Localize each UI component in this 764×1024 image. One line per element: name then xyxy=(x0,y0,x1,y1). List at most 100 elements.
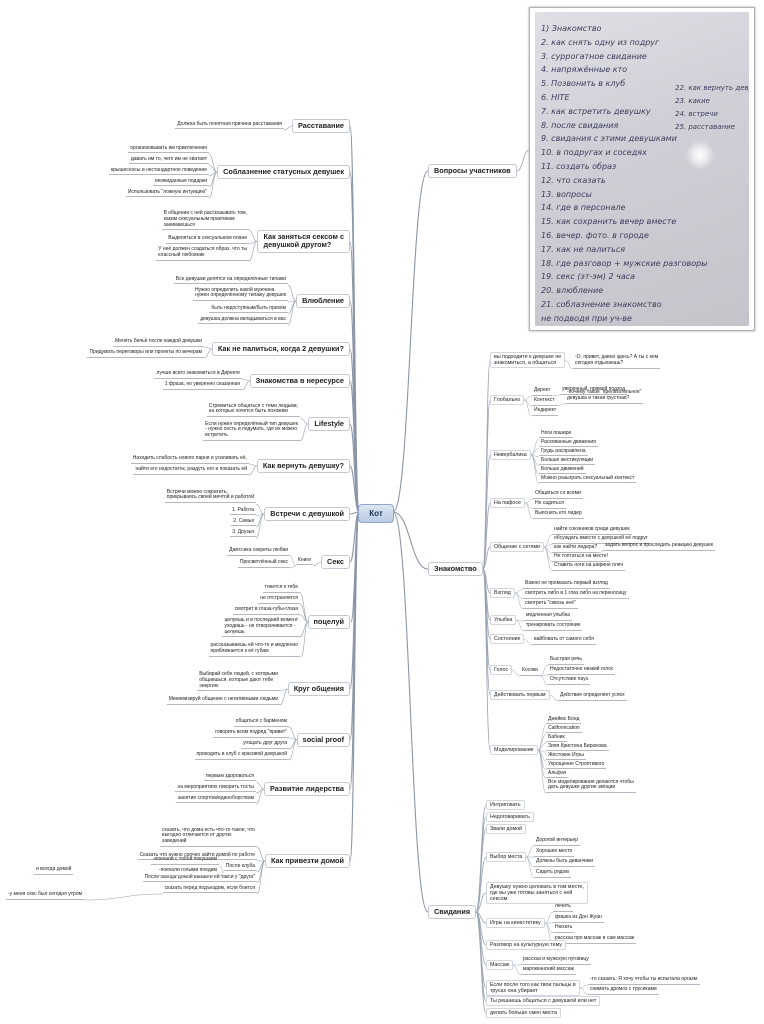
connector xyxy=(475,911,487,1014)
topic-svidaniya[interactable]: Свидания xyxy=(428,905,477,920)
connector xyxy=(543,546,553,563)
znakomstvo-subitem: Выяснить кто лидер xyxy=(533,510,584,519)
topic-7[interactable]: Как вернуть девушку? xyxy=(256,459,350,474)
topic-14[interactable]: Как привезти домой xyxy=(264,854,350,869)
connector xyxy=(208,164,218,173)
connector xyxy=(287,284,297,302)
connector xyxy=(349,348,360,513)
connector xyxy=(392,511,429,913)
znakomstvo-subitem: Раскованные движения xyxy=(539,439,598,448)
znakomstvo-item[interactable]: Взгляд xyxy=(490,588,515,599)
connector xyxy=(300,621,309,658)
topic-4[interactable]: Как не палиться, когда 2 девушки? xyxy=(211,342,350,357)
topic-10-item: смотрит в глаза-губы-глаза xyxy=(232,606,300,615)
znakomstvo-item[interactable]: вы подходите к девушке не знакомиться, а… xyxy=(490,352,566,369)
topic-znakomstvo[interactable]: Знакомство xyxy=(428,562,483,577)
topic-1[interactable]: Соблазнение статусных девушек xyxy=(217,165,350,180)
connector xyxy=(475,911,487,966)
topic-3[interactable]: Влюбление xyxy=(296,294,350,309)
whiteboard-line: 21. соблазнение знакомство xyxy=(541,300,662,309)
znakomstvo-subitem: Не топтаться на месте! xyxy=(552,553,610,562)
svidaniya-item[interactable]: Разговор на культурную тему xyxy=(486,940,566,951)
whiteboard-line: не подводя при уч-ве xyxy=(541,313,632,323)
connector xyxy=(203,346,213,350)
znakomstvo-item[interactable]: Общение с сетями xyxy=(490,542,545,553)
znakomstvo-item[interactable]: Невербалика xyxy=(490,450,531,461)
znakomstvo-item[interactable]: Голос xyxy=(490,665,513,676)
connector xyxy=(287,300,297,326)
connector xyxy=(475,911,487,946)
connector xyxy=(579,987,589,996)
znakomstvo-item[interactable]: Состояние xyxy=(490,634,525,645)
svidaniya-item[interactable]: Недоговаривать xyxy=(486,812,534,823)
topic-13[interactable]: Развитие лидерства xyxy=(263,782,350,797)
connector xyxy=(543,543,553,548)
topic-0-item: Должна быть понятная причина расставания xyxy=(175,121,284,130)
connector xyxy=(312,561,322,567)
connector xyxy=(537,724,547,751)
topic-2[interactable]: Как заняться сексом с девушкой другом? xyxy=(257,230,350,253)
connector xyxy=(248,229,258,242)
svidaniya-item[interactable]: Игры на кинестетику xyxy=(486,918,545,929)
connector xyxy=(256,860,266,884)
club-phrase: -поехали с тобой покушаем xyxy=(150,856,219,865)
svidaniya-item[interactable]: делать больше смен места xyxy=(486,1008,561,1019)
svidaniya-subitem: рассказ и мужскую пуговицу xyxy=(521,956,591,965)
svidaniya-item[interactable]: Ты решаешь общаться с девушкой или нет xyxy=(486,996,601,1007)
znakomstvo-item[interactable]: Улыбка xyxy=(490,615,517,626)
connector xyxy=(475,856,487,913)
topic-2-item: Выделяться в сексуальном плане xyxy=(166,235,249,244)
topic-6[interactable]: Lifestyle xyxy=(308,417,350,432)
connector xyxy=(524,502,534,520)
connector xyxy=(482,568,491,594)
connector xyxy=(248,463,258,467)
svidaniya-item[interactable]: Девушку нужно целовать в том месте, где … xyxy=(486,882,588,905)
connector xyxy=(255,513,265,539)
svidaniya-subitem: -то сказать: Я хочу чтобы ты испытала ор… xyxy=(588,976,701,985)
root-node[interactable]: Кот xyxy=(358,504,394,523)
svidaniya-item[interactable]: Звали домой xyxy=(486,824,527,835)
znakomstvo-item[interactable]: На пафосе xyxy=(490,498,525,509)
whiteboard-line: 14. где в персонале xyxy=(541,203,626,213)
connector xyxy=(475,911,487,924)
svidaniya-item[interactable]: Массаж xyxy=(486,960,514,971)
connector xyxy=(512,964,522,976)
connector xyxy=(523,638,533,646)
connector xyxy=(543,534,553,548)
svidaniya-item[interactable]: Интриговать xyxy=(486,800,525,811)
topic-11[interactable]: Круг общения xyxy=(287,682,350,697)
topic-0[interactable]: Расставание xyxy=(292,119,350,134)
connector xyxy=(248,465,258,476)
svidaniya-item[interactable]: Если после того как твои пальцы в трусах… xyxy=(486,980,580,997)
connector xyxy=(349,125,360,513)
topic-10[interactable]: поцелуй xyxy=(307,615,350,630)
connector xyxy=(525,856,535,879)
topic-7-item: Находить слабость нового парня и усилива… xyxy=(130,455,249,464)
topic-8[interactable]: Встречи с девушкой xyxy=(264,507,350,522)
connector xyxy=(537,749,547,771)
svidaniya-subitem: Должны быть диванчики xyxy=(534,858,596,867)
connector xyxy=(549,694,559,702)
topic-9[interactable]: Секс xyxy=(321,555,350,570)
connector xyxy=(475,892,487,913)
connector xyxy=(299,614,309,623)
whiteboard-line: 17. как не палиться xyxy=(541,244,626,254)
topic-questions[interactable]: Вопросы участников xyxy=(428,164,517,179)
direct-note: уверенный, прямой подход xyxy=(560,386,627,395)
topic-9-item: Книги xyxy=(295,557,313,566)
connector xyxy=(299,423,309,442)
znakomstvo-item[interactable]: Глобально xyxy=(490,395,525,406)
topic-12-item: приходить в клуб с красивой девушкой xyxy=(194,751,289,760)
znakomstvo-item[interactable]: Действовать первым xyxy=(490,690,550,701)
topic-5[interactable]: Знакомства в нересурсе xyxy=(249,374,350,389)
connector xyxy=(482,568,491,696)
znakomstvo-item[interactable]: Моделирование xyxy=(490,745,538,756)
connector xyxy=(255,513,265,517)
connector xyxy=(208,171,218,199)
topic-12[interactable]: social proof xyxy=(296,733,350,748)
connector xyxy=(256,860,266,873)
whiteboard-side-line: 24. встречи xyxy=(675,110,718,118)
svidaniya-item[interactable]: Выбор места xyxy=(486,852,527,863)
topic-6-item: Стремиться общаться с теми людьми, на ко… xyxy=(206,403,300,417)
